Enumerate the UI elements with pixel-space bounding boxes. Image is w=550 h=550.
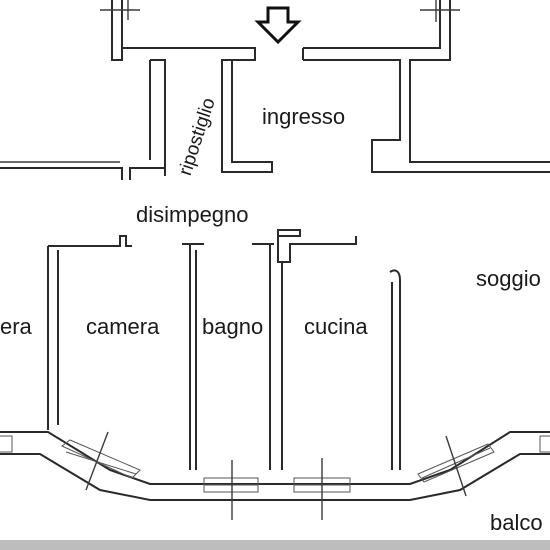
entrance-arrow-icon: [254, 6, 302, 45]
room-label-bagno: bagno: [202, 314, 264, 339]
room-label-ingresso: ingresso: [262, 104, 346, 129]
room-label-cucina: cucina: [304, 314, 368, 339]
ripostiglio-walls: [221, 59, 273, 173]
top-right-walls: [0, 0, 550, 173]
room-label-camera-left: era: [0, 314, 32, 339]
top-left-walls: [0, 0, 256, 180]
bottom-facade: [0, 431, 550, 520]
room-label-camera: camera: [86, 314, 160, 339]
room-label-soggiorno: soggio: [476, 266, 541, 291]
room-label-balcone: balco: [490, 510, 543, 535]
room-label-disimpegno: disimpegno: [136, 202, 249, 227]
interior-partitions: [47, 229, 401, 470]
scan-edge: [0, 540, 550, 550]
